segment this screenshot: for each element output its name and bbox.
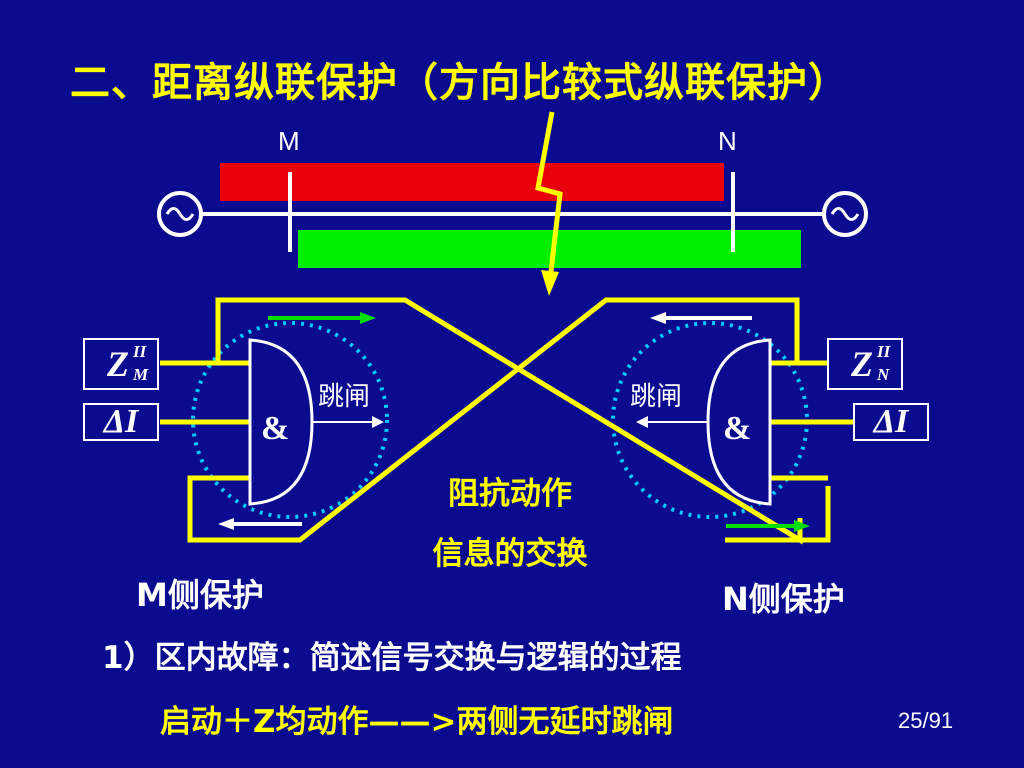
delta-current-n-box: ΔI <box>853 403 929 441</box>
side-label-n: N侧保护 <box>722 580 845 618</box>
receive-arrow-m-icon <box>218 518 302 530</box>
slide-title: 二、距离纵联保护（方向比较式纵联保护） <box>70 60 849 106</box>
and-symbol-m: & <box>261 410 290 447</box>
and-gate-n <box>706 338 772 506</box>
source-n-icon <box>822 191 868 237</box>
send-arrow-m-icon <box>268 312 376 324</box>
bus-label-m: M <box>278 126 300 156</box>
and-gate-m <box>248 338 314 506</box>
delta-current-m-box: ΔI <box>83 403 159 441</box>
send-arrow-n-icon <box>726 520 810 532</box>
answer-text: 启动＋Z均动作——>两侧无延时跳闸 <box>160 704 674 740</box>
zone-m-bar <box>220 163 724 201</box>
zone-superscript: II <box>877 342 891 361</box>
and-symbol-n: & <box>723 410 752 447</box>
center-caption-line2: 信息的交换 <box>432 536 588 572</box>
question-text: 1）区内故障：简述信号交换与逻辑的过程 <box>102 640 682 676</box>
trip-label-n: 跳闸 <box>630 382 683 412</box>
impedance-relay-m-box: Z II M <box>83 338 159 390</box>
trip-arrow-m-icon <box>312 416 384 428</box>
bus-label-n: N <box>718 126 737 156</box>
source-m-icon <box>157 191 203 237</box>
relay-m-boundary <box>191 321 389 519</box>
center-caption-line1: 阻抗动作 <box>448 476 572 512</box>
impedance-symbol: Z <box>851 344 873 384</box>
trip-arrow-n-icon <box>636 416 708 428</box>
signal-wiring <box>160 297 853 545</box>
impedance-relay-n-box: Z II N <box>827 338 903 390</box>
impedance-symbol: Z <box>107 344 129 384</box>
side-subscript: M <box>133 365 149 384</box>
fault-lightning-icon <box>535 111 563 296</box>
zone-superscript: II <box>133 342 147 361</box>
page-number: 25/91 <box>898 708 954 733</box>
receive-arrow-n-icon <box>650 312 752 324</box>
side-subscript: N <box>877 365 890 384</box>
side-label-m: M侧保护 <box>136 576 264 614</box>
trip-label-m: 跳闸 <box>318 382 371 412</box>
zone-n-bar <box>298 230 801 268</box>
